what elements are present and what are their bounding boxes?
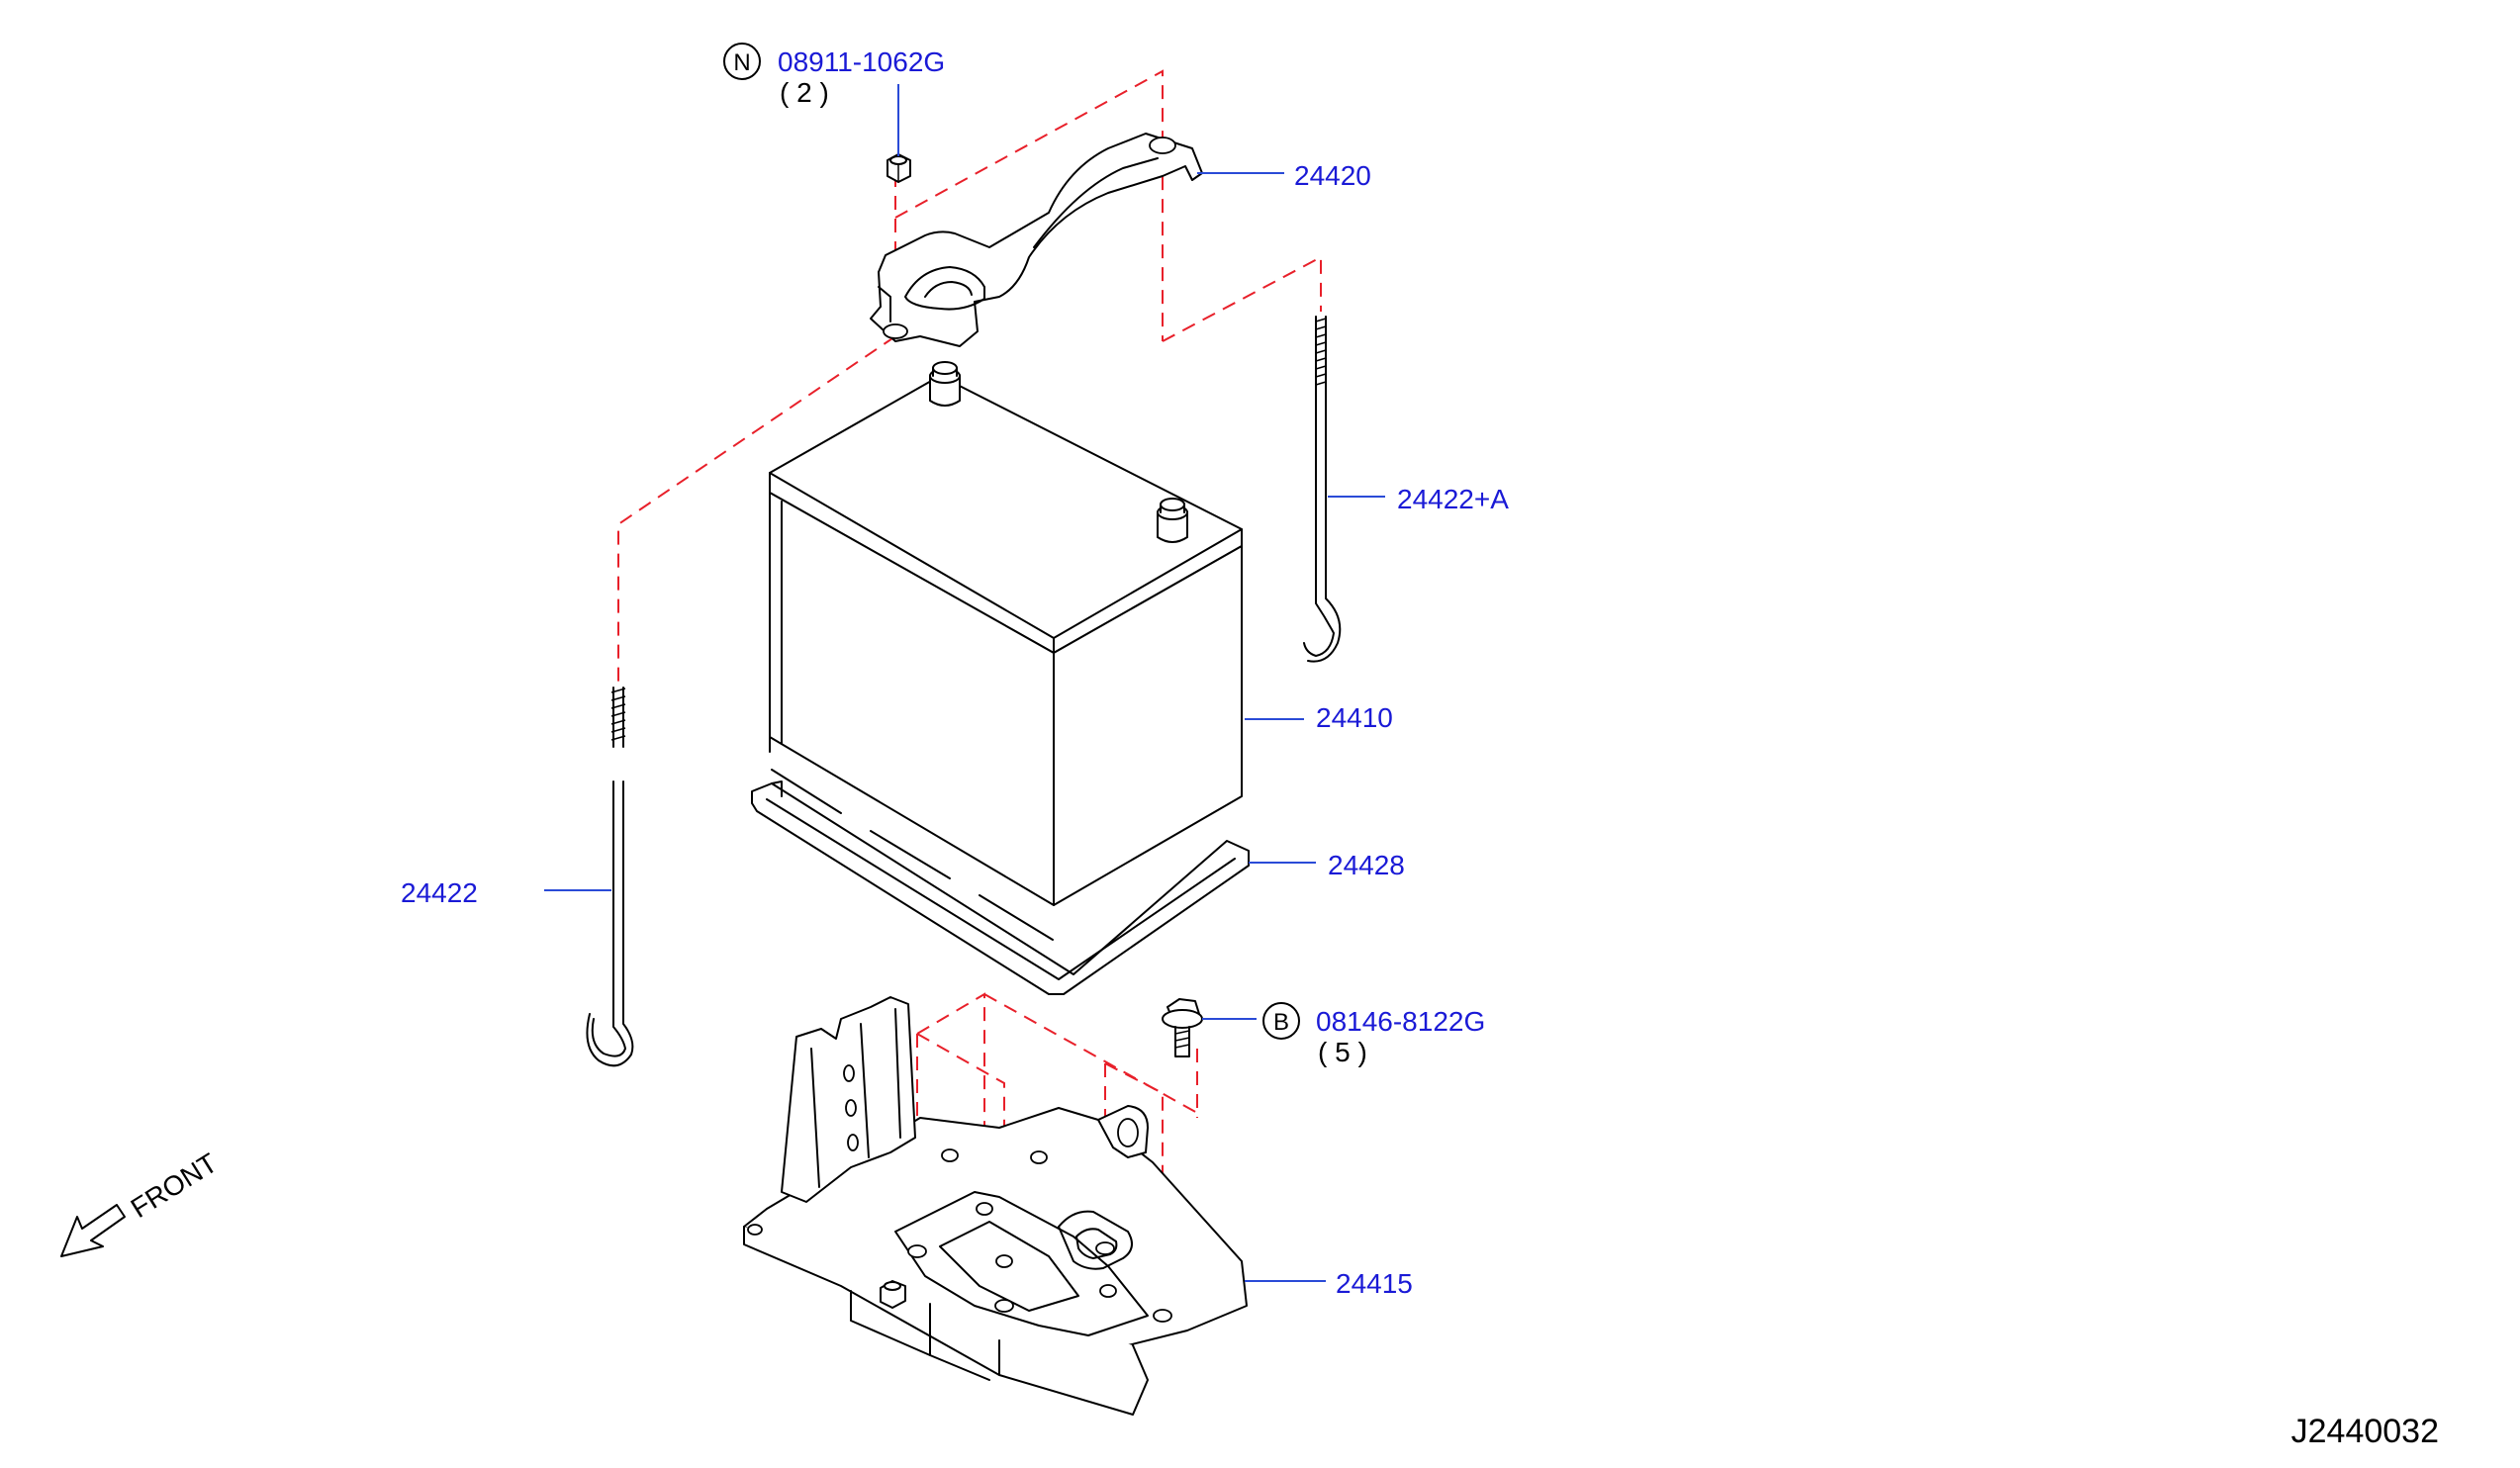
front-indicator: FRONT — [60, 1147, 223, 1257]
diagram-code: J2440032 — [2291, 1413, 2439, 1450]
symbol-b-label: B — [1273, 1009, 1289, 1036]
part-number-24415: 24415 — [1336, 1268, 1413, 1299]
hex-nut-part[interactable] — [887, 153, 911, 183]
battery-bracket-part[interactable] — [743, 996, 1248, 1416]
battery-tray-part[interactable] — [751, 736, 1250, 995]
front-label: FRONT — [126, 1147, 223, 1224]
part-number-24428: 24428 — [1328, 850, 1405, 880]
callout-bolt: B 08146-8122G ( 5 ) — [1262, 1002, 1485, 1067]
symbol-n-badge — [723, 43, 761, 80]
battery-part[interactable] — [769, 361, 1243, 906]
j-bolt-rod-right-part[interactable] — [1303, 316, 1342, 663]
quantity-nut: ( 2 ) — [780, 77, 829, 108]
symbol-b-badge — [1262, 1002, 1300, 1040]
part-number-nut: 08911-1062G — [778, 46, 945, 77]
part-number-24410: 24410 — [1316, 702, 1393, 733]
quantity-bolt: ( 5 ) — [1318, 1037, 1367, 1067]
arrow-front-icon — [60, 1204, 126, 1257]
j-bolt-rod-left-part[interactable] — [586, 687, 634, 1067]
hold-down-frame-part[interactable] — [870, 133, 1203, 347]
callout-nut: N 08911-1062G ( 2 ) — [723, 43, 945, 108]
part-number-24422a: 24422+A — [1397, 484, 1509, 514]
leader-lines — [544, 84, 1385, 1282]
symbol-n-label: N — [733, 49, 750, 76]
part-number-24420: 24420 — [1294, 160, 1371, 191]
part-number-24422: 24422 — [401, 877, 478, 908]
flange-bolt-part[interactable] — [1162, 998, 1203, 1057]
part-number-bolt: 08146-8122G — [1316, 1006, 1485, 1037]
